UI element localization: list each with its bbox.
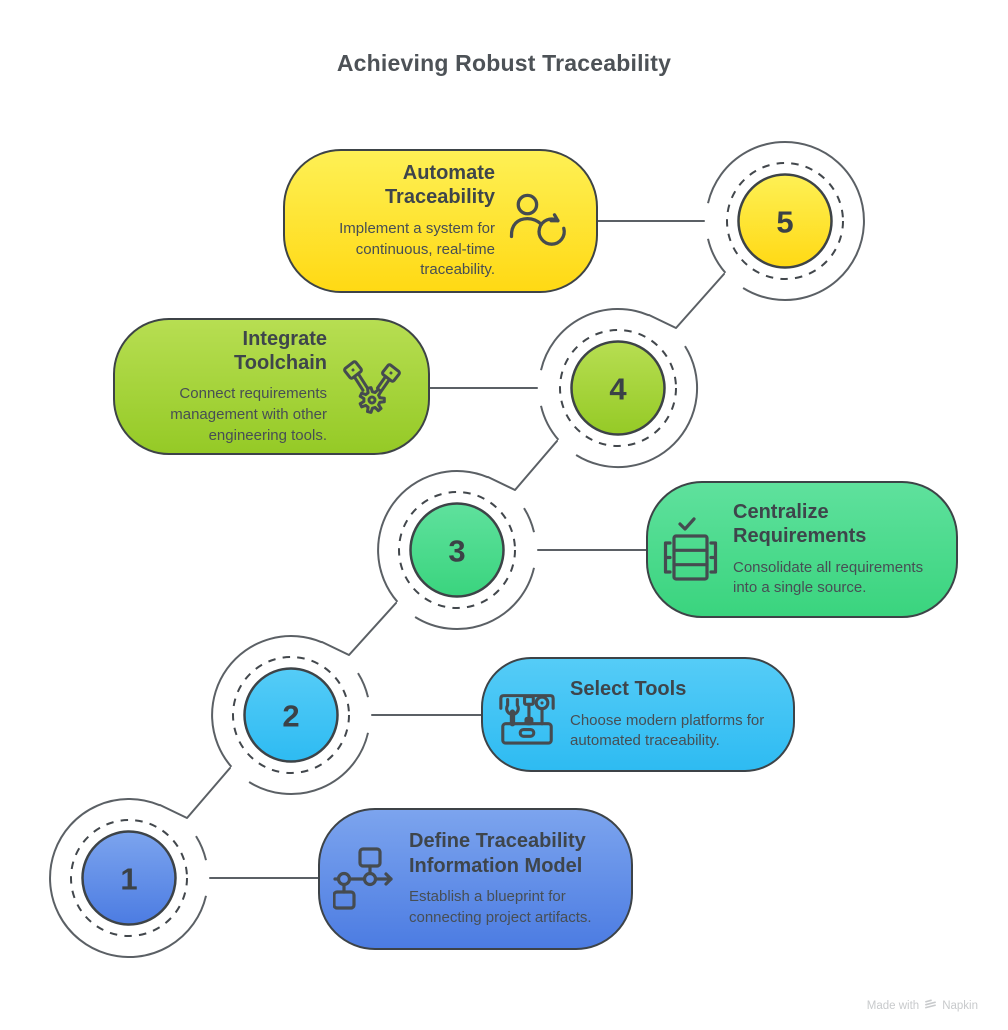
step-2-card: Select Tools Choose modern platforms for… [481, 657, 795, 772]
connector-line [487, 440, 558, 491]
connector-line [159, 767, 231, 819]
step-4-title: Integrate Toolchain [234, 327, 327, 374]
step-outer-ring [540, 308, 699, 469]
step-1-description: Establish a blueprint for connecting pro… [409, 888, 592, 926]
step-circles-layer [49, 141, 865, 958]
step-outer-ring [211, 635, 369, 796]
step-circle [409, 502, 505, 598]
made-with-label: Made with [866, 1000, 920, 1012]
step-circle [81, 830, 177, 926]
connector-line [321, 602, 397, 656]
napkin-credit: Made with Napkin [867, 998, 978, 1014]
napkin-brand-label: Napkin [942, 1000, 978, 1012]
step-circle [243, 667, 339, 763]
step-5-title: Automate Traceability [384, 162, 495, 209]
step-outer-ring [377, 470, 535, 631]
step-circle [570, 340, 666, 436]
step-dashed-ring [70, 819, 188, 937]
step-dashed-ring [726, 162, 844, 280]
toolbox-icon [496, 684, 558, 746]
napkin-logo-icon [924, 998, 937, 1014]
step-2-title: Select Tools [570, 678, 687, 701]
step-3-description: Consolidate all requirements into a sing… [733, 558, 924, 597]
step-1-title: Define Traceability Information Model [409, 830, 586, 877]
step-3-number: 3 [448, 534, 465, 569]
step-4-description: Connect requirements management with oth… [170, 385, 327, 444]
step-5-description: Implement a system for continuous, real-… [339, 219, 495, 279]
flowchart-model-icon [333, 847, 397, 911]
step-1-card: Define Traceability Information Model Es… [318, 808, 633, 950]
step-5-card: Automate Traceability Implement a system… [283, 149, 598, 293]
engine-gear-icon [340, 357, 404, 417]
step-4-number: 4 [609, 372, 627, 407]
step-2-number: 2 [282, 699, 299, 734]
step-dashed-ring [559, 329, 677, 447]
step-3-card: Centralize Requirements Consolidate all … [646, 481, 958, 618]
step-5-number: 5 [776, 205, 793, 240]
step-1-number: 1 [120, 862, 137, 897]
step-3-title: Centralize Requirements [733, 500, 867, 548]
connector-line [648, 273, 725, 329]
step-circle [737, 173, 833, 269]
person-refresh-icon [508, 192, 572, 250]
step-outer-ring [49, 798, 207, 958]
step-dashed-ring [232, 656, 350, 774]
step-4-card: Integrate Toolchain Connect requirements… [113, 318, 430, 455]
step-dashed-ring [398, 491, 516, 609]
database-check-icon [661, 515, 721, 585]
step-outer-ring [707, 141, 865, 302]
step-2-description: Choose modern platforms for automated tr… [570, 711, 765, 750]
page-title: Achieving Robust Traceability [336, 50, 672, 76]
